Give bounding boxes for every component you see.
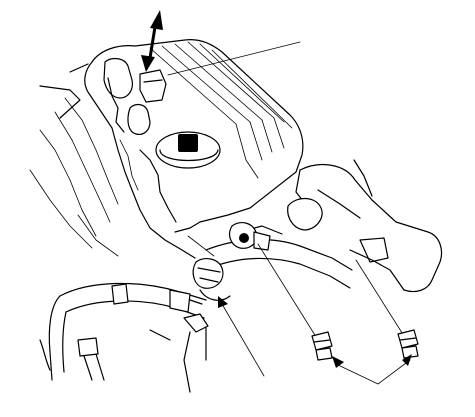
- water-outlet-housing: [287, 159, 443, 293]
- cylinder-head-cover: [84, 39, 304, 259]
- lower-bracket: [149, 313, 209, 393]
- leader-line-housing: [187, 235, 215, 257]
- leader-line-cap: [167, 41, 301, 76]
- removal-direction-arrow: [141, 10, 163, 72]
- bolt-left: [257, 243, 333, 361]
- engine-block-left: [29, 63, 119, 257]
- clamp-leader: [218, 296, 265, 377]
- oil-filler-cap: [155, 131, 221, 169]
- breather-hose: [39, 282, 207, 381]
- bolt-right: [355, 259, 419, 359]
- breather-element: [139, 69, 167, 103]
- bolt-callout-leaders: [332, 354, 412, 385]
- coolant-hose: [205, 222, 353, 289]
- hose-clamp: [192, 258, 231, 301]
